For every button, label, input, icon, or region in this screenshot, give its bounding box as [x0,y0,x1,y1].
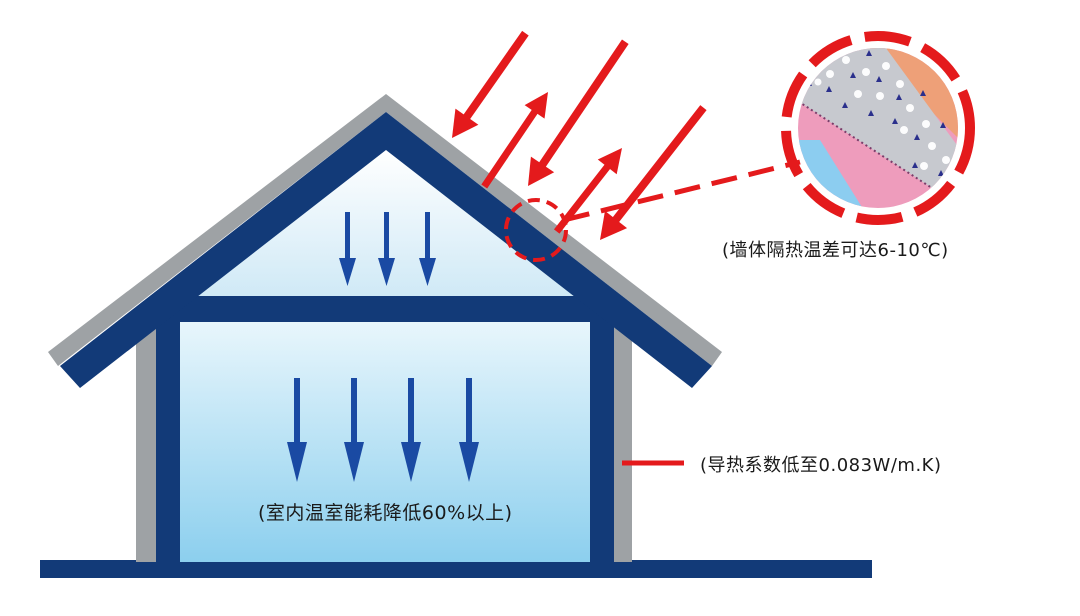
right-wall-outer [612,322,632,562]
cool-arrow-room-2 [344,378,364,482]
cool-arrow-room-3 [401,378,421,482]
incoming-heat-arrow-2 [528,39,629,186]
cool-arrow-room-1 [287,378,307,482]
room-cooling-arrows [287,378,479,482]
cool-arrow-room-4 [459,378,479,482]
wall-insulation-label: (墙体隔热温差可达6-10℃) [722,240,949,261]
cool-arrow-attic-2 [378,212,395,286]
reflected-heat-arrow-2 [553,148,622,234]
layer-coating-grey [798,48,958,190]
focus-circle [504,198,568,262]
indoor-energy-label: (室内温室能耗降低60%以上) [258,502,513,524]
cool-arrow-attic-3 [419,212,436,286]
connector-line [563,159,801,223]
reflected-heat-arrow-1 [481,92,548,189]
incoming-heat-arrow-3 [600,105,707,240]
incoming-heat-arrow-1 [452,30,529,138]
ground-slab [40,560,872,578]
right-wall-frame [590,300,614,562]
left-wall-outer [136,322,156,562]
left-wall-frame [156,300,180,562]
cool-arrow-attic-1 [339,212,356,286]
ceiling-beam [160,296,612,322]
thermal-conductivity-label: (导热系数低至0.083W/m.K) [700,455,942,476]
reflected-heat-arrows [481,92,622,234]
room-interior [178,322,592,562]
incoming-heat-arrows [452,30,707,240]
coating-magnifier [781,31,975,225]
attic-cooling-arrows [339,212,436,286]
